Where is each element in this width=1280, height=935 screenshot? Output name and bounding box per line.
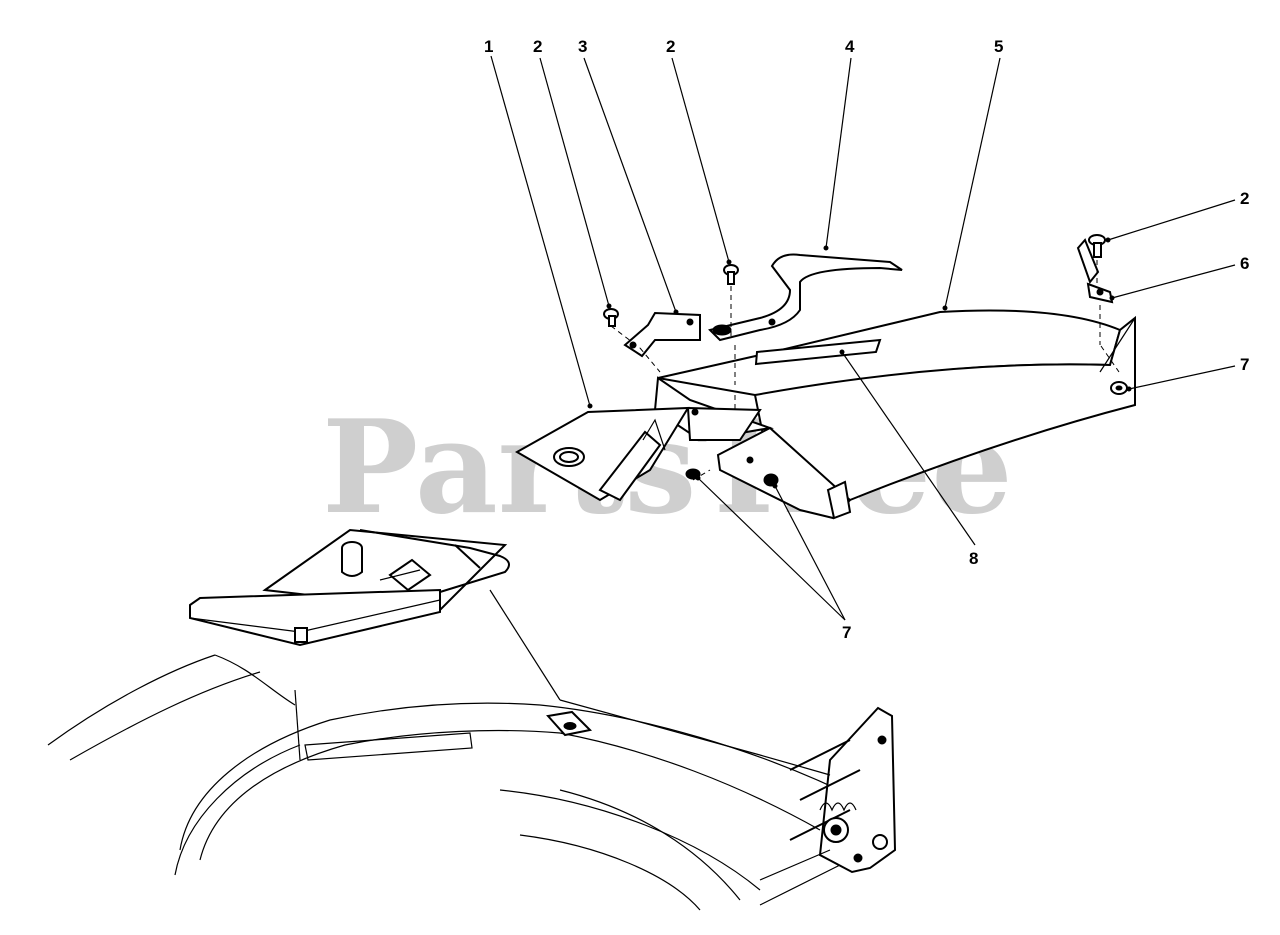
lever-handle — [708, 253, 903, 342]
mower-housing — [47, 654, 897, 911]
callout-2-screw-middle: 2 — [666, 37, 675, 56]
callout-labels: 1 2 3 2 4 5 2 6 7 8 7 — [484, 37, 1249, 642]
callout-5: 5 — [994, 37, 1003, 56]
callout-6: 6 — [1240, 254, 1249, 273]
callout-3: 3 — [578, 37, 587, 56]
hardware — [603, 234, 1128, 487]
callout-7-lower: 7 — [842, 623, 851, 642]
latch-handle-assembly — [189, 528, 510, 647]
callout-8: 8 — [969, 549, 978, 568]
callout-2-screw-left: 2 — [533, 37, 542, 56]
leader-lines — [490, 55, 1236, 621]
callout-2-screw-right: 2 — [1240, 189, 1249, 208]
discharge-chute — [514, 309, 1136, 520]
callout-4: 4 — [845, 37, 855, 56]
callout-1: 1 — [484, 37, 493, 56]
mounting-bracket — [623, 311, 701, 358]
assembly-lines — [294, 260, 1120, 776]
callout-7-right: 7 — [1240, 355, 1249, 374]
